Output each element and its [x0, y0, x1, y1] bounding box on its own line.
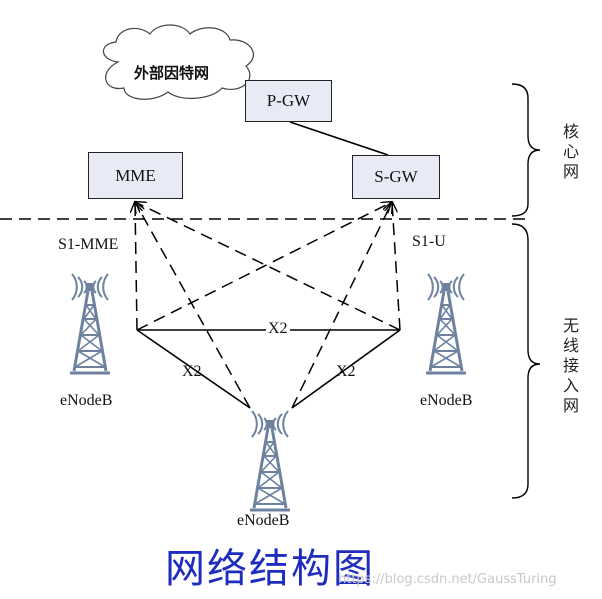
radio-access-network-label: 无线接入网 — [562, 316, 579, 415]
s1-mme-label: S1-MME — [58, 236, 119, 253]
x2-left-label: X2 — [182, 363, 202, 380]
cloud-label: 外部因特网 — [134, 64, 210, 82]
sgw-node: S-GW — [352, 155, 440, 199]
enodeb-bottom-tower-icon — [248, 409, 292, 512]
diagram-caption: 网络结构图 — [165, 546, 375, 592]
enodeb-right-tower-icon — [424, 272, 468, 375]
radio-network-brace — [511, 223, 541, 499]
core-network-label: 核心网 — [562, 122, 579, 181]
watermark: https://blog.csdn.net/GaussTuring — [338, 572, 557, 587]
x2-right-label: X2 — [336, 363, 356, 380]
enodeb-left-label: eNodeB — [60, 392, 113, 409]
s1-u-label: S1-U — [412, 233, 446, 250]
core-network-brace — [511, 83, 541, 217]
enodeb-right-label: eNodeB — [420, 392, 473, 409]
cloud-shape — [102, 24, 254, 100]
mme-node: MME — [88, 152, 183, 199]
enodeb-bottom-label: eNodeB — [237, 512, 290, 529]
enodeb-left-tower-icon — [68, 272, 112, 375]
x2-top-label: X2 — [266, 320, 290, 338]
pgw-node: P-GW — [245, 80, 332, 122]
